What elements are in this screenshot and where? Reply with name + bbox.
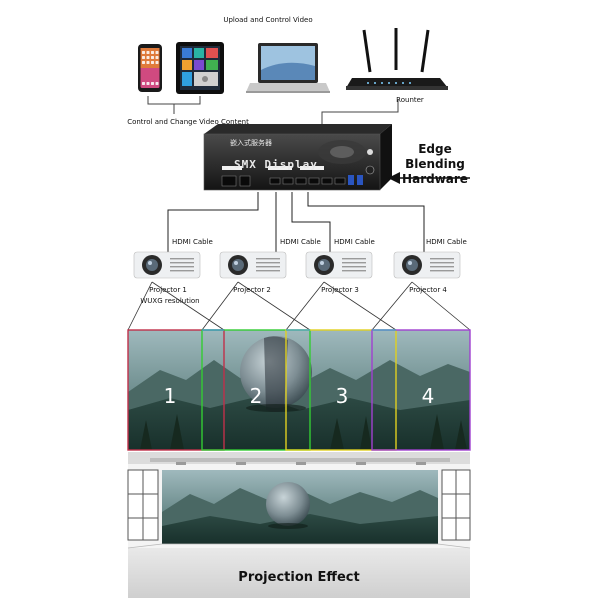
hdmi-cable-label-2: HDMI Cable bbox=[280, 238, 321, 246]
hdmi-cable-label-4: HDMI Cable bbox=[426, 238, 467, 246]
laptop-icon bbox=[246, 43, 330, 93]
hdmi-cable-lines bbox=[167, 192, 425, 252]
device-brand: SMX Display bbox=[234, 158, 318, 171]
projector-2 bbox=[219, 251, 287, 279]
zone-number-4: 4 bbox=[421, 384, 435, 408]
hardware-label-line2: Hardware bbox=[402, 172, 468, 186]
upload-control-label: Upload and Control Video bbox=[223, 16, 313, 24]
hdmi-cable-label-1: HDMI Cable bbox=[172, 238, 213, 246]
blended-projection-screen bbox=[128, 330, 470, 450]
projector-3 bbox=[305, 251, 373, 279]
projector-1 bbox=[133, 251, 201, 279]
projector-4-label: Projector 4 bbox=[409, 286, 447, 294]
router-link-line bbox=[321, 100, 399, 128]
router-icon bbox=[346, 28, 448, 90]
device-cn-title: 嵌入式服务器 bbox=[230, 139, 272, 147]
edge-blending-hardware-label: Edge Blending Hardware bbox=[396, 142, 474, 187]
projector-2-label: Projector 2 bbox=[233, 286, 271, 294]
hdmi-cable-label-3: HDMI Cable bbox=[334, 238, 375, 246]
projection-beam-lines bbox=[127, 281, 471, 331]
resolution-note: WUXG resolution bbox=[140, 297, 200, 305]
zone-rectangles bbox=[127, 329, 471, 451]
zone-number-1: 1 bbox=[163, 384, 177, 408]
edge-blending-hardware-device bbox=[203, 124, 392, 191]
router-label: Rounter bbox=[396, 96, 424, 104]
projector-1-label: Projector 1 bbox=[149, 286, 187, 294]
projection-room bbox=[127, 452, 471, 598]
control-panel-icon bbox=[176, 42, 224, 94]
projector-3-label: Projector 3 bbox=[321, 286, 359, 294]
zone-number-3: 3 bbox=[335, 384, 349, 408]
projection-effect-label: Projection Effect bbox=[238, 570, 360, 585]
projector-4 bbox=[393, 251, 461, 279]
control-bracket bbox=[147, 96, 201, 114]
zone-number-2: 2 bbox=[249, 384, 263, 408]
hardware-label-line1: Edge Blending bbox=[405, 142, 465, 171]
hardware-arrow bbox=[388, 172, 470, 184]
smartphone-icon bbox=[138, 44, 162, 92]
control-change-label: Control and Change Video Content bbox=[127, 118, 249, 126]
